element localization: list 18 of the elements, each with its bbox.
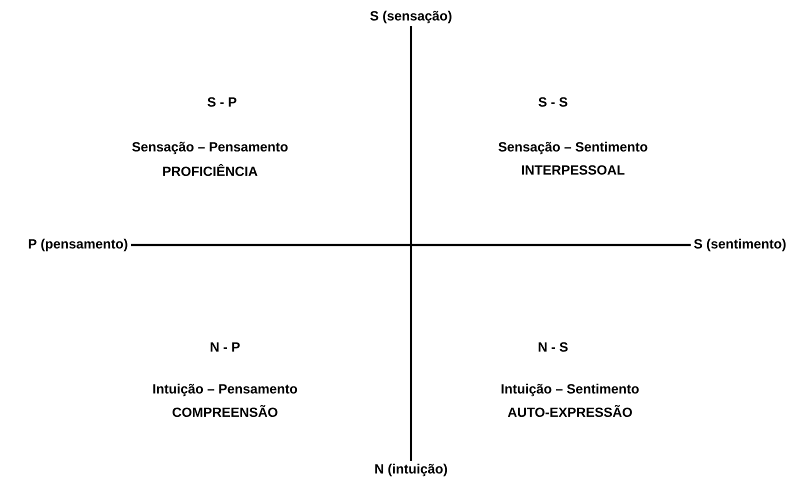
axis-line — [130, 244, 691, 246]
quadrant-text: Intuição – Pensamento — [153, 384, 298, 396]
axis-label: S (sensação) — [370, 10, 452, 24]
quadrant-text: Sensação – Sentimento — [498, 142, 648, 154]
axis-label: N (intuição) — [375, 464, 447, 476]
quadrant-text: COMPREENSÃO — [172, 405, 278, 417]
quadrant-text: N - P — [210, 342, 240, 352]
axis-label: S (sentimento) — [694, 238, 786, 252]
axis-line — [410, 26, 412, 461]
quadrant-text: N - S — [538, 342, 568, 352]
axis-label: P (pensamento) — [28, 238, 128, 252]
quadrant-text: Intuição – Sentimento — [502, 384, 639, 396]
quadrant-text: S - S — [538, 97, 568, 107]
quadrant-text: INTERPESSOAL — [522, 165, 624, 175]
quadrant-text: Sensação – Pensamento — [132, 142, 288, 154]
quadrant-text: PROFICIÊNCIA — [163, 164, 258, 176]
quadrant-text: AUTO-EXPRESSÃO — [508, 405, 632, 417]
quadrant-text: S - P — [208, 97, 236, 107]
